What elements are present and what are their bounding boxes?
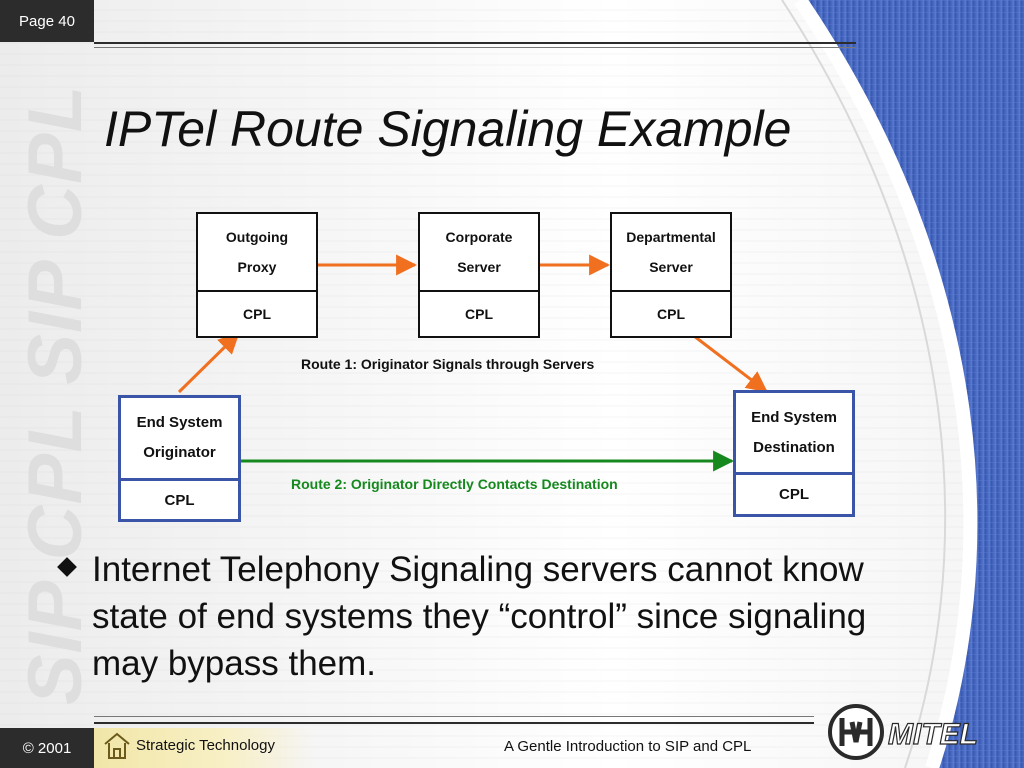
slide-title: IPTel Route Signaling Example bbox=[104, 101, 792, 157]
end-system-label-line2: Destination bbox=[753, 438, 835, 456]
cpl-label: CPL bbox=[779, 486, 809, 503]
route1-label: Route 1: Originator Signals through Serv… bbox=[301, 356, 595, 372]
footer-section-label: Strategic Technology bbox=[136, 737, 275, 754]
arrow-departmental-to-destination bbox=[693, 334, 768, 393]
svg-text:MITEL: MITEL bbox=[888, 718, 978, 751]
route2-label: Route 2: Originator Directly Contacts De… bbox=[291, 476, 618, 492]
bullet-text: Internet Telephony Signaling servers can… bbox=[92, 550, 867, 683]
bottom-divider-thin bbox=[94, 716, 814, 717]
bullet-point: Internet Telephony Signaling servers can… bbox=[57, 546, 890, 687]
cpl-label: CPL bbox=[465, 306, 493, 322]
top-divider-thin bbox=[94, 47, 856, 48]
arrow-originator-to-proxy bbox=[177, 332, 240, 394]
end-system-label-line1: End System bbox=[136, 414, 223, 431]
cpl-label: CPL bbox=[243, 306, 271, 322]
footer-highlight-strip bbox=[94, 728, 314, 768]
top-divider bbox=[94, 42, 856, 44]
departmental-server-box: Departmental Server CPL bbox=[610, 212, 732, 338]
end-system-destination-box: End System Destination CPL bbox=[733, 390, 855, 517]
end-system-label-line2: Originator bbox=[143, 444, 216, 461]
server-label-line2: Server bbox=[457, 259, 501, 275]
corporate-server-box: Corporate Server CPL bbox=[418, 212, 540, 338]
copyright-tag: © 2001 bbox=[0, 728, 94, 768]
outgoing-proxy-box: Outgoing Proxy CPL bbox=[196, 212, 318, 338]
server-label-line2: Proxy bbox=[237, 259, 277, 275]
page-number-tag: Page 40 bbox=[0, 0, 94, 42]
server-label-line2: Server bbox=[649, 259, 693, 275]
footer-doc-title: A Gentle Introduction to SIP and CPL bbox=[504, 738, 752, 755]
server-label-line1: Corporate bbox=[445, 229, 513, 245]
end-system-originator-box: End System Originator CPL bbox=[118, 395, 241, 522]
mitel-logo: MITEL bbox=[828, 704, 979, 760]
house-icon bbox=[104, 732, 130, 759]
server-label-line1: Outgoing bbox=[225, 229, 289, 245]
cpl-label: CPL bbox=[164, 491, 195, 509]
end-system-label-line1: End System bbox=[751, 408, 837, 426]
bottom-divider bbox=[94, 722, 814, 724]
server-label-line1: Departmental bbox=[626, 229, 716, 245]
cpl-label: CPL bbox=[657, 306, 685, 322]
